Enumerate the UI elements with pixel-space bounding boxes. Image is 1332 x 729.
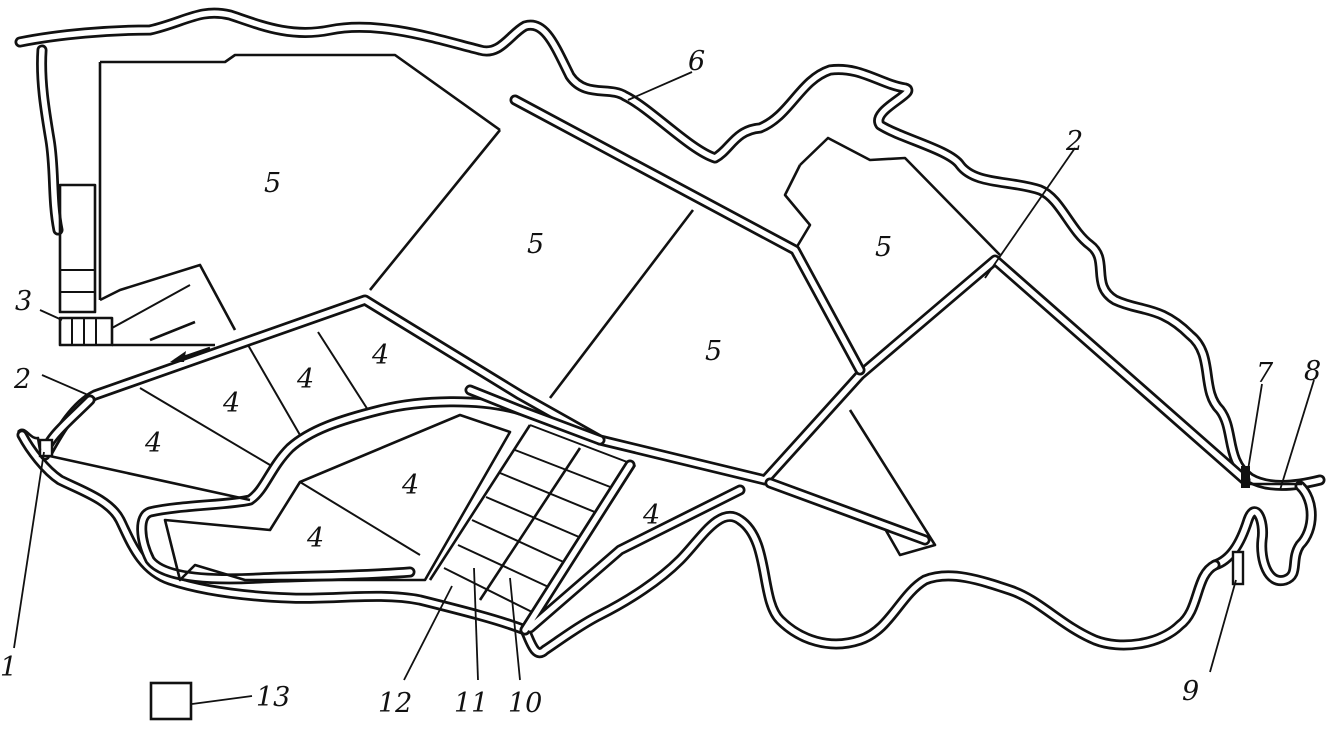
field-label-4: 4	[144, 428, 162, 459]
leader-lines	[13, 71, 1315, 705]
callout-11: 11	[454, 688, 488, 719]
callout-6: 6	[688, 46, 705, 77]
field-label-5: 5	[705, 336, 722, 367]
callout-13: 13	[256, 682, 290, 713]
field-boundaries	[44, 53, 1001, 629]
intake-channel-end	[17, 428, 42, 451]
field-label-4: 4	[306, 523, 324, 554]
callout-7: 7	[1256, 358, 1274, 389]
flow-arrow	[170, 346, 211, 362]
field-label-4: 4	[401, 470, 419, 501]
canals	[39, 94, 1251, 636]
field-labels: 5 5 5 5 4 4 4 4 4 4 4	[144, 168, 892, 554]
outlet-gate	[1241, 466, 1250, 488]
field-label-4: 4	[371, 340, 389, 371]
field-label-4: 4	[222, 388, 240, 419]
callout-2: 2	[13, 364, 31, 395]
intake-structure	[38, 438, 54, 458]
river	[14, 7, 1326, 658]
field-label-4: 4	[296, 364, 314, 395]
outlet-structure	[1231, 550, 1245, 586]
field-label-4: 4	[642, 500, 660, 531]
field-label-5: 5	[875, 232, 892, 263]
legend-box	[149, 681, 193, 721]
callout-8: 8	[1304, 356, 1321, 387]
callout-2: 2	[1065, 126, 1083, 157]
callout-9: 9	[1182, 676, 1199, 707]
field-label-5: 5	[264, 168, 281, 199]
callout-12: 12	[378, 688, 412, 719]
callout-3: 3	[15, 286, 32, 317]
callout-1: 1	[0, 652, 17, 683]
callout-labels: 1 2 2 3 6 7 8 9 10 11 12 13	[0, 46, 1321, 719]
callout-10: 10	[508, 688, 542, 719]
field-label-5: 5	[527, 229, 544, 260]
